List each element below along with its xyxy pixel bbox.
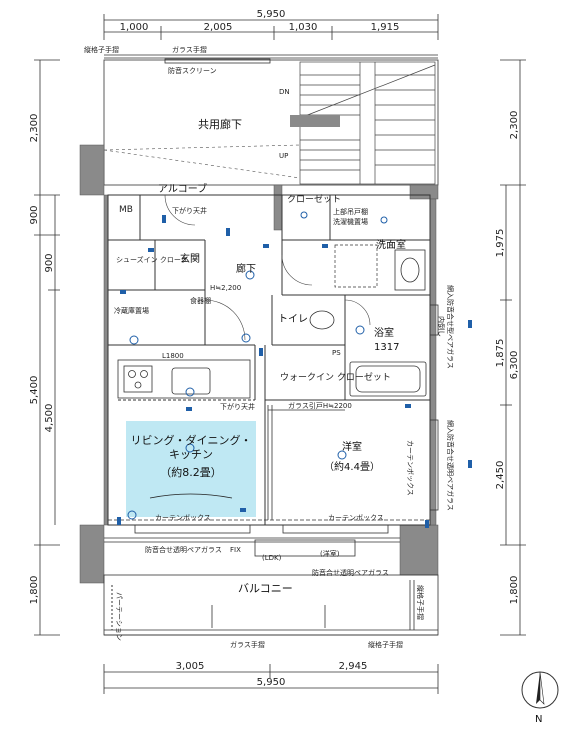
- washer-area-label: 洗濯機置場: [333, 217, 368, 226]
- western-room-label: 洋室: [342, 440, 362, 453]
- privacy-screen-label: 防音スクリーン: [168, 66, 217, 75]
- top-dim-4: 1,915: [371, 22, 400, 33]
- western-area-label: （約4.4畳）: [324, 460, 380, 473]
- inner-window-label: 内倒し: [437, 316, 446, 337]
- floor-cabinet-label: 冷蔵庫置場: [114, 306, 149, 315]
- toilet-label: トイレ: [278, 314, 308, 325]
- common-corridor-label: 共用廊下: [198, 117, 242, 131]
- left-dim-2: 900: [29, 205, 40, 224]
- bath-size-label: 1317: [374, 342, 399, 353]
- unit-interior-walls: [107, 194, 431, 526]
- ldk-area-label: （約8.2畳）: [160, 465, 222, 479]
- top-handrail: [104, 54, 438, 64]
- glass-handrail-top-label: ガラス手摺: [172, 45, 207, 54]
- ldk-light-arc: [149, 493, 233, 499]
- kitchen-counter: [117, 359, 251, 399]
- alcove-label: アルコーブ: [158, 182, 207, 195]
- right-dimension-lines: [500, 59, 526, 636]
- left-dimension-lines: [34, 59, 60, 636]
- hall-height-label: H≒2,200: [210, 284, 241, 292]
- stairs-up-label: UP: [279, 152, 288, 160]
- lowered-ceiling-ldk-label: 下がり天井: [220, 402, 255, 411]
- right-side-windows: [429, 304, 439, 511]
- top-dim-2: 2,005: [204, 22, 233, 33]
- outlet-marks: [117, 215, 472, 528]
- right-dim-2: 6,300: [509, 351, 520, 380]
- window-side-2-label: 網入防音合せ透明ペアガラス: [446, 420, 455, 511]
- western-short-label: (洋室): [320, 549, 340, 558]
- lattice-handrail-side-label: 縦格子手摺: [416, 585, 425, 620]
- bottom-dim-2: 2,945: [339, 661, 368, 672]
- storage-small-label: 食器棚: [190, 296, 211, 305]
- shoes-cloak-label: シューズイン クローク: [116, 255, 188, 264]
- entrance-label: 玄関: [180, 252, 200, 265]
- toilet-bowl: [309, 310, 335, 330]
- mb-label: MB: [119, 205, 133, 215]
- top-total-dim: 5,950: [257, 9, 286, 20]
- balcony-label: バルコニー: [238, 582, 293, 595]
- bathtub: [349, 361, 427, 397]
- curtain-box-side-label: カーテンボックス: [406, 440, 414, 496]
- kitchen-width-label: L1800: [162, 352, 184, 360]
- right-inner-dim-3: 2,450: [495, 461, 506, 490]
- curtain-box-left-label: カーテンボックス: [155, 514, 211, 522]
- stair-landing-wall: [290, 115, 340, 127]
- corridor-dashed-lines: [103, 144, 301, 179]
- closet-label: クローゼット: [287, 193, 341, 205]
- glass-door-label: ガラス引戸H≒2200: [288, 401, 352, 410]
- bottom-dim-1: 3,005: [176, 661, 205, 672]
- shelf-above-label: 上部吊戸棚: [333, 207, 368, 216]
- window-glass-bottom-label: 防音合せ透明ペアガラス: [145, 545, 222, 554]
- left-dim-3: 5,400: [29, 376, 40, 405]
- top-dim-3: 1,030: [289, 22, 318, 33]
- top-dim-1: 1,000: [120, 22, 149, 33]
- bath-label: 浴室: [374, 326, 394, 339]
- structural-walls: [79, 144, 439, 584]
- bottom-total-dim: 5,950: [257, 677, 286, 688]
- wash-basin: [394, 249, 426, 291]
- glass-handrail-bottom-label: ガラス手摺: [230, 640, 265, 649]
- stairs-dn-label: DN: [279, 88, 290, 96]
- north-compass-icon: [521, 671, 559, 709]
- lattice-handrail-bottom-label: 縦格子手摺: [368, 640, 403, 649]
- compass-n-label: N: [535, 714, 542, 725]
- right-inner-dim-2: 1,875: [495, 339, 506, 368]
- sliding-doors: [267, 405, 345, 520]
- electrical-fixtures: [127, 211, 388, 520]
- left-inner-dim-2: 4,500: [44, 404, 55, 433]
- washroom-label: 洗面室: [376, 238, 406, 251]
- ps-label: PS: [332, 349, 341, 357]
- staircase: [299, 61, 436, 185]
- lowered-ceiling-alcove-label: 下がり天井: [172, 206, 207, 215]
- right-inner-dim-1: 1,975: [495, 229, 506, 258]
- ldk-label-line2: キッチン: [169, 448, 213, 461]
- left-dim-4: 1,800: [29, 576, 40, 605]
- door-swings: [164, 194, 371, 341]
- corridor-label: 廊下: [236, 262, 256, 275]
- balcony: [103, 574, 439, 636]
- right-dim-1: 2,300: [509, 111, 520, 140]
- fix-label: FIX: [230, 546, 241, 554]
- washer-area: [334, 244, 378, 288]
- glass-bottom-right-label: 防音合せ透明ペアガラス: [312, 568, 389, 577]
- window-side-1-label: 網入防音合せ型ペアガラス: [446, 285, 455, 369]
- walkin-closet-label: ウォークイン クローゼット: [280, 371, 391, 383]
- curtain-box-right-label: カーテンボックス: [328, 514, 384, 522]
- partition-label: パーテーション: [115, 592, 123, 641]
- common-corridor-outline: [103, 59, 439, 186]
- ldk-highlight: [126, 421, 256, 517]
- ldk-label-line1: リビング・ダイニング・: [131, 433, 252, 447]
- lattice-handrail-top-label: 縦格子手摺: [84, 45, 119, 54]
- left-inner-dim-1: 900: [44, 253, 55, 272]
- ldk-short-label: (LDK): [262, 554, 282, 562]
- top-dimension-lines: [103, 14, 439, 40]
- left-dim-1: 2,300: [29, 114, 40, 143]
- right-dim-3: 1,800: [509, 576, 520, 605]
- balcony-windows: [104, 519, 430, 557]
- bottom-dimension-lines: [103, 664, 439, 694]
